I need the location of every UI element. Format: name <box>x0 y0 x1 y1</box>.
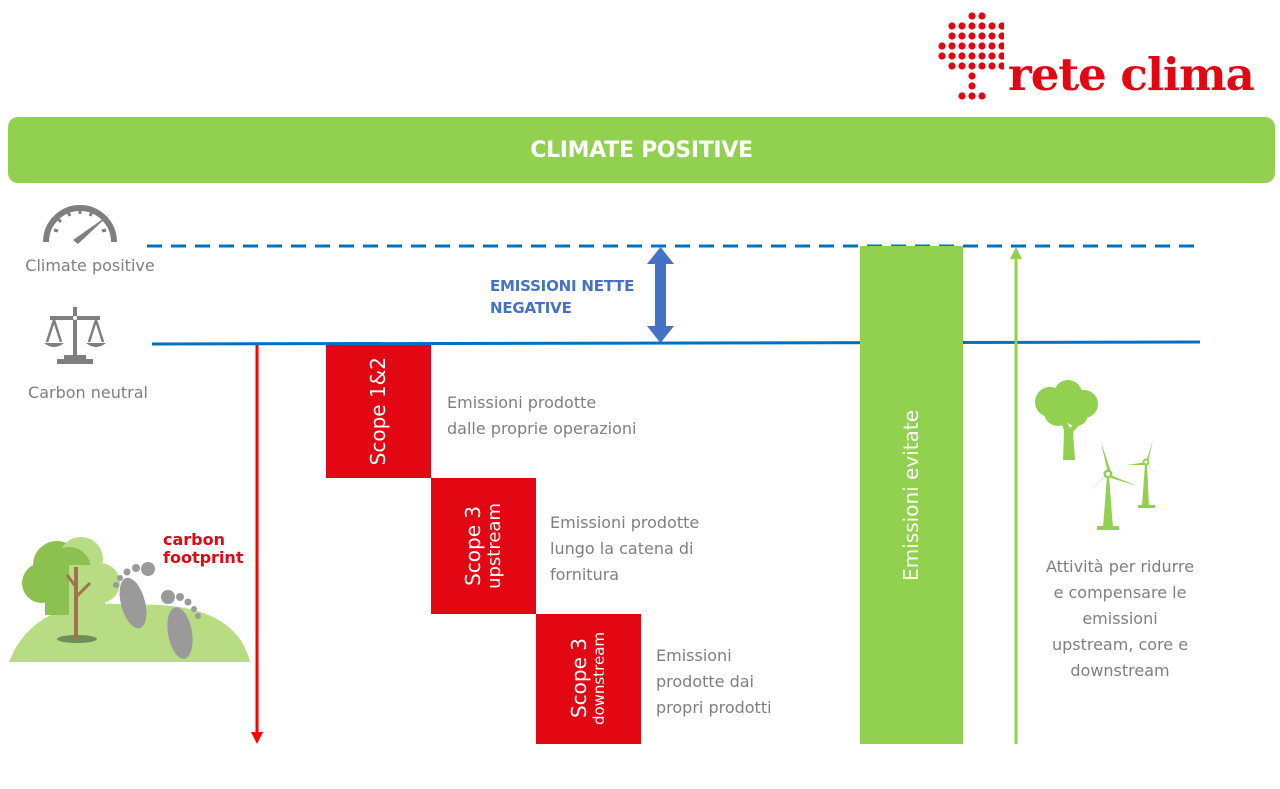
logo-dot <box>948 32 956 40</box>
scope-3-downstream-description: Emissioni prodotte dai propri prodotti <box>656 643 772 721</box>
logo-dot <box>968 72 976 80</box>
logo-dot <box>938 52 946 60</box>
logo-dot <box>988 22 996 30</box>
logo-dot <box>998 32 1004 40</box>
logo-dot <box>988 32 996 40</box>
net-negative-label: EMISSIONI NETTE NEGATIVE <box>490 275 634 319</box>
logo-dot <box>948 62 956 70</box>
carbon-footprint-illustration <box>5 525 255 665</box>
logo-dot <box>988 42 996 50</box>
scope-3-upstream-description: Emissioni prodotte lungo la catena di fo… <box>550 510 699 588</box>
climate-positive-banner: CLIMATE POSITIVE <box>8 117 1275 183</box>
logo-dot <box>958 22 966 30</box>
logo-dot <box>978 22 986 30</box>
scope-1-2-label: Scope 1&2 <box>366 357 390 466</box>
balance-scale-icon <box>44 305 106 365</box>
logo-dot <box>958 32 966 40</box>
avoided-emissions-label: Emissioni evitate <box>899 409 923 581</box>
banner-title: CLIMATE POSITIVE <box>530 137 753 163</box>
logo-dot <box>968 82 976 90</box>
dotted-tree-icon <box>938 12 1004 100</box>
logo-dot <box>968 22 976 30</box>
scope-3-downstream-title: Scope 3 <box>567 638 592 719</box>
carbon-footprint-label: carbon footprint <box>163 531 243 567</box>
logo-wordmark: rete clima <box>1008 48 1255 101</box>
logo-dot <box>988 52 996 60</box>
avoided-emissions-bar: Emissioni evitate <box>860 246 963 744</box>
scope-3-upstream-title: Scope 3 <box>460 505 485 586</box>
scope-3-downstream-desc-line: prodotte dai <box>656 672 754 691</box>
logo-dot <box>978 12 986 20</box>
scope-1-2-block: Scope 1&2 <box>326 345 431 478</box>
logo-dot <box>958 62 966 70</box>
logo-dot <box>948 52 956 60</box>
wind-turbines-icon <box>1085 440 1165 535</box>
scope-3-downstream-desc-line: Emissioni <box>656 646 732 665</box>
scope-3-upstream-block: Scope 3 upstream <box>431 478 536 614</box>
net-negative-line2: NEGATIVE <box>490 299 572 317</box>
carbon-neutral-line <box>151 340 1201 346</box>
scope-3-downstream-block: Scope 3 downstream <box>536 614 641 744</box>
speedometer-icon <box>40 200 120 245</box>
scope-1-2-description: Emissioni prodotte dalle proprie operazi… <box>447 390 636 442</box>
offset-activities-note: Attività per ridurre e compensare le emi… <box>1035 554 1205 684</box>
logo-dot <box>998 62 1004 70</box>
logo-dot <box>968 32 976 40</box>
logo-dot <box>998 52 1004 60</box>
logo-dot <box>948 22 956 30</box>
logo-dot <box>978 92 986 100</box>
logo-dot <box>968 92 976 100</box>
tree-footprints-icon <box>9 537 250 662</box>
scope-3-upstream-label: Scope 3 upstream <box>460 503 506 589</box>
scope-3-upstream-desc-line: Emissioni prodotte <box>550 513 700 532</box>
offset-up-arrow <box>1010 247 1022 744</box>
carbon-footprint-line1: carbon <box>163 530 226 549</box>
logo-dot <box>968 62 976 70</box>
offset-note-line: upstream, core e <box>1051 635 1189 654</box>
scope-3-downstream-subtitle: downstream <box>590 632 609 726</box>
logo-dot <box>988 62 996 70</box>
offset-note-line: emissioni <box>1082 609 1158 628</box>
carbon-footprint-down-arrow <box>251 345 263 744</box>
logo-dot <box>978 52 986 60</box>
logo-dot <box>948 42 956 50</box>
climate-positive-label: Climate positive <box>25 256 155 275</box>
scope-1-2-desc-line: Emissioni prodotte <box>447 393 597 412</box>
scope-3-upstream-desc-line: fornitura <box>550 565 620 584</box>
scope-1-2-title: Scope 1&2 <box>366 357 390 466</box>
logo-dot <box>998 42 1004 50</box>
logo-dot <box>958 52 966 60</box>
logo-dot <box>958 92 966 100</box>
scope-3-downstream-label: Scope 3 downstream <box>567 632 609 726</box>
carbon-neutral-label: Carbon neutral <box>28 383 148 402</box>
offset-note-line: Attività per ridurre <box>1045 557 1195 576</box>
logo-dot <box>968 42 976 50</box>
logo-dot <box>978 32 986 40</box>
offset-note-line: e compensare le <box>1053 583 1187 602</box>
logo-dot <box>968 52 976 60</box>
logo-dot <box>938 42 946 50</box>
scope-3-downstream-desc-line: propri prodotti <box>656 698 772 717</box>
logo-dot <box>958 42 966 50</box>
scope-1-2-desc-line: dalle proprie operazioni <box>447 419 637 438</box>
scope-3-upstream-desc-line: lungo la catena di <box>550 539 694 558</box>
scope-3-upstream-subtitle: upstream <box>483 503 505 589</box>
tree-icon <box>1030 380 1110 460</box>
logo-dot <box>998 22 1004 30</box>
net-negative-line1: EMISSIONI NETTE <box>490 277 635 295</box>
logo-dot <box>968 12 976 20</box>
logo-dot <box>978 42 986 50</box>
rete-clima-logo: rete clima <box>934 8 1255 108</box>
net-negative-double-arrow <box>647 247 674 343</box>
logo-dot <box>978 62 986 70</box>
carbon-footprint-line2: footprint <box>163 548 244 567</box>
offset-note-line: downstream <box>1070 661 1170 680</box>
